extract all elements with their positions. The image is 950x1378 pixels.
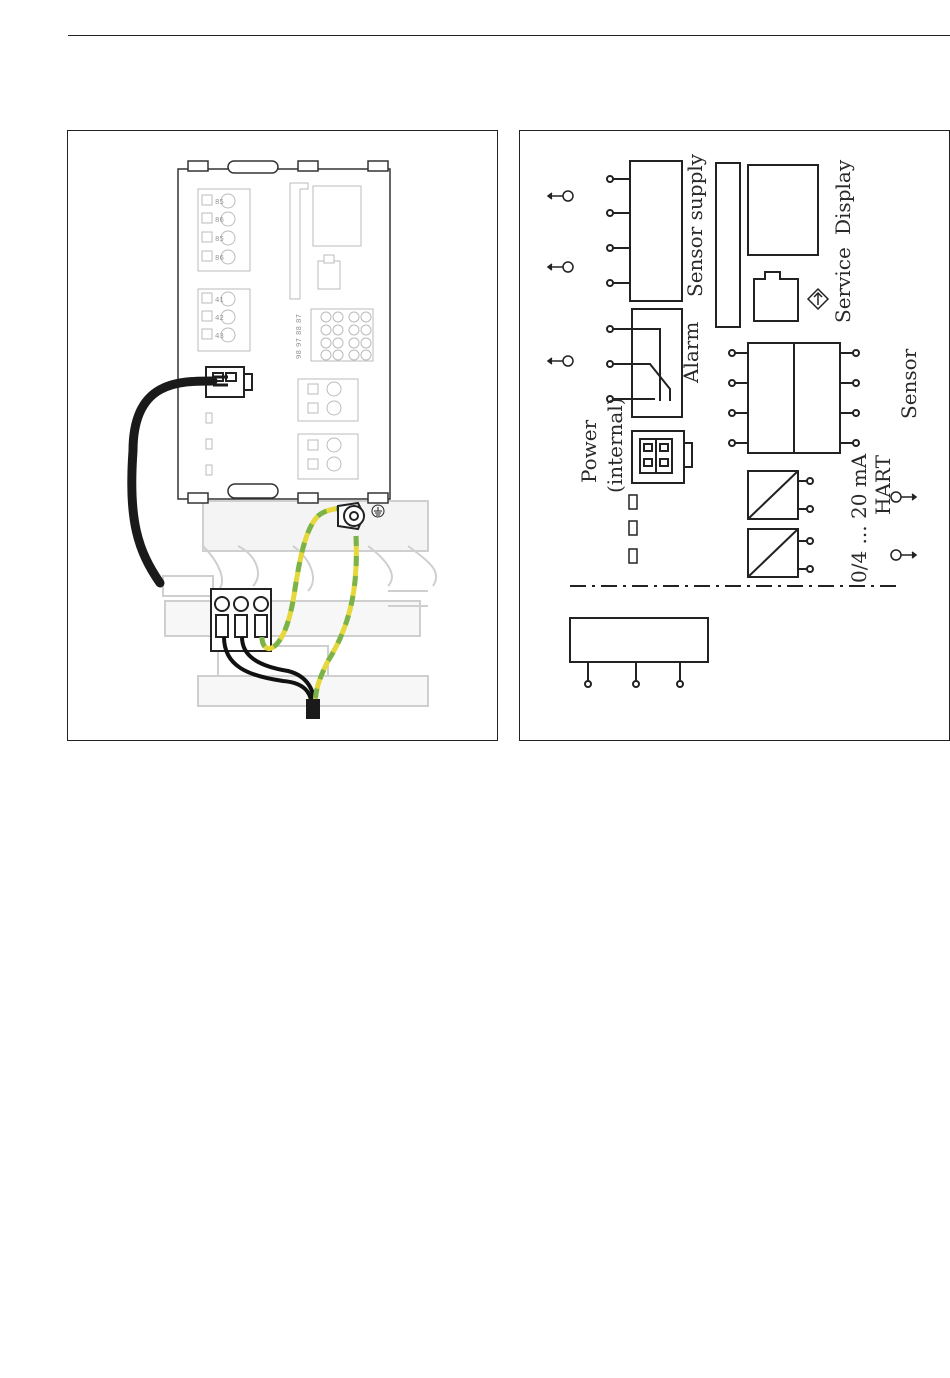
terminal-label: 86: [215, 254, 224, 262]
block-diagram-panel: Sensor supply Display Service Alarm Powe…: [519, 130, 950, 741]
relay-label: 87: [295, 314, 303, 323]
terminal-label: 42: [215, 314, 224, 322]
relay-label: 97: [295, 338, 303, 347]
display-bracket: [716, 163, 740, 327]
label-service: Service: [831, 247, 855, 323]
terminal-label: 86: [215, 216, 224, 224]
header-rule: [68, 35, 950, 36]
ground-entry-icon: [548, 191, 573, 201]
mains-block: [570, 618, 708, 662]
service-connector: [754, 272, 798, 321]
label-current-output: 0/4 ... 20 mA: [847, 453, 871, 583]
ground-entry-icon: [548, 262, 573, 272]
current-output-1: [748, 471, 813, 519]
label-alarm: Alarm: [679, 322, 703, 384]
terminal-block-85-86: [198, 189, 250, 271]
led-indicator: [629, 521, 637, 535]
display-block: [748, 165, 818, 255]
wiring-illustration: 85 86 85 86 41 42 43: [68, 131, 499, 742]
wiring-illustration-panel: 85 86 85 86 41 42 43: [67, 130, 498, 741]
terminal-labels-b: 41 42 43: [215, 296, 224, 340]
terminal-label: 85: [215, 235, 224, 243]
label-power: Power: [577, 419, 601, 483]
label-internal: (internal): [603, 397, 627, 493]
terminal-label: 85: [215, 198, 224, 206]
label-sensor: Sensor: [897, 348, 921, 419]
mains-cable-jacket: [306, 699, 320, 719]
terminal-block-41-43: [198, 289, 250, 351]
terminal-label: 41: [215, 296, 224, 304]
ground-entry-icon: [548, 356, 573, 366]
block-diagram: Sensor supply Display Service Alarm Powe…: [520, 131, 950, 742]
label-sensor-supply: Sensor supply: [683, 153, 707, 297]
relay-label: 98: [295, 350, 303, 359]
label-display: Display: [831, 159, 855, 235]
ground-entry-icon: [891, 550, 916, 560]
service-icon: [808, 289, 828, 309]
relay-label: 88: [295, 326, 303, 335]
led-indicator: [629, 549, 637, 563]
earth-lug: [338, 503, 364, 529]
relay-terminals: [311, 309, 373, 361]
label-hart: HART: [871, 454, 895, 515]
sensor-supply-block: [630, 161, 682, 301]
terminal-label: 43: [215, 332, 224, 340]
power-internal-connector: [632, 431, 692, 483]
current-output-2: [748, 529, 813, 577]
led-indicator: [629, 495, 637, 509]
alarm-relay-contact: [612, 364, 670, 401]
sensor-supply-terminals: [607, 176, 630, 286]
